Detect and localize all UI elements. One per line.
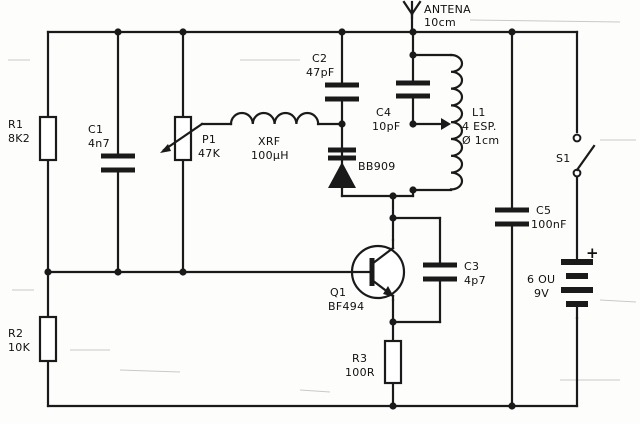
r3-resistor [383,339,403,385]
c3-name-label: C3 [464,260,479,273]
q1-transistor [350,238,406,302]
c5-name-label: C5 [536,204,551,217]
antenna-label: ANTENA [424,3,471,16]
c1-capacitor [101,153,135,173]
c2-name-label: C2 [312,52,327,65]
c4-capacitor [396,80,430,99]
c3-capacitor [423,262,457,282]
battery-symbol [561,259,593,320]
junction-dots [44,28,516,410]
battery-value-line2: 9V [534,287,549,300]
r1-resistor [38,115,58,162]
c1-name-label: C1 [88,123,103,136]
xrf-inductor [229,111,320,126]
c4-name-label: C4 [376,106,391,119]
l1-turns-label: 4 ESP. [462,120,497,133]
antenna-symbol [402,0,422,20]
r3-value-label: 100R [345,366,375,379]
xrf-name-label: XRF [258,135,280,148]
p1-value-label: 47K [198,147,221,160]
r2-resistor [38,315,58,363]
diode-label: BB909 [358,160,396,173]
l1-diameter-label: Ø 1cm [462,134,499,147]
wiring [46,10,579,408]
l1-coil [449,53,464,191]
c3-value-label: 4p7 [464,274,486,287]
c2-value-label: 47pF [306,66,335,79]
antenna-length-label: 10cm [424,16,456,29]
r3-name-label: R3 [352,352,367,365]
c5-capacitor [495,207,529,227]
r2-name-label: R2 [8,327,23,340]
s1-name-label: S1 [556,152,571,165]
c5-value-label: 100nF [531,218,567,231]
battery-positive-sign: + [586,244,599,262]
xrf-value-label: 100µH [251,149,289,162]
r1-value-label: 8K2 [8,132,30,145]
battery-value-line1: 6 OU [527,273,555,286]
bb909-varicap-diode [328,147,356,190]
s1-switch [572,133,596,178]
p1-potentiometer [160,115,204,162]
c4-value-label: 10pF [372,120,401,133]
r1-name-label: R1 [8,118,23,131]
r2-value-label: 10K [8,341,31,354]
page-bleed-marks [8,19,637,393]
q1-name-label: Q1 [330,286,346,299]
q1-value-label: BF494 [328,300,364,313]
l1-name-label: L1 [472,106,486,119]
c2-capacitor [325,82,359,102]
c1-value-label: 4n7 [88,137,110,150]
p1-name-label: P1 [202,133,216,146]
l1-tap-arrow [441,118,451,130]
